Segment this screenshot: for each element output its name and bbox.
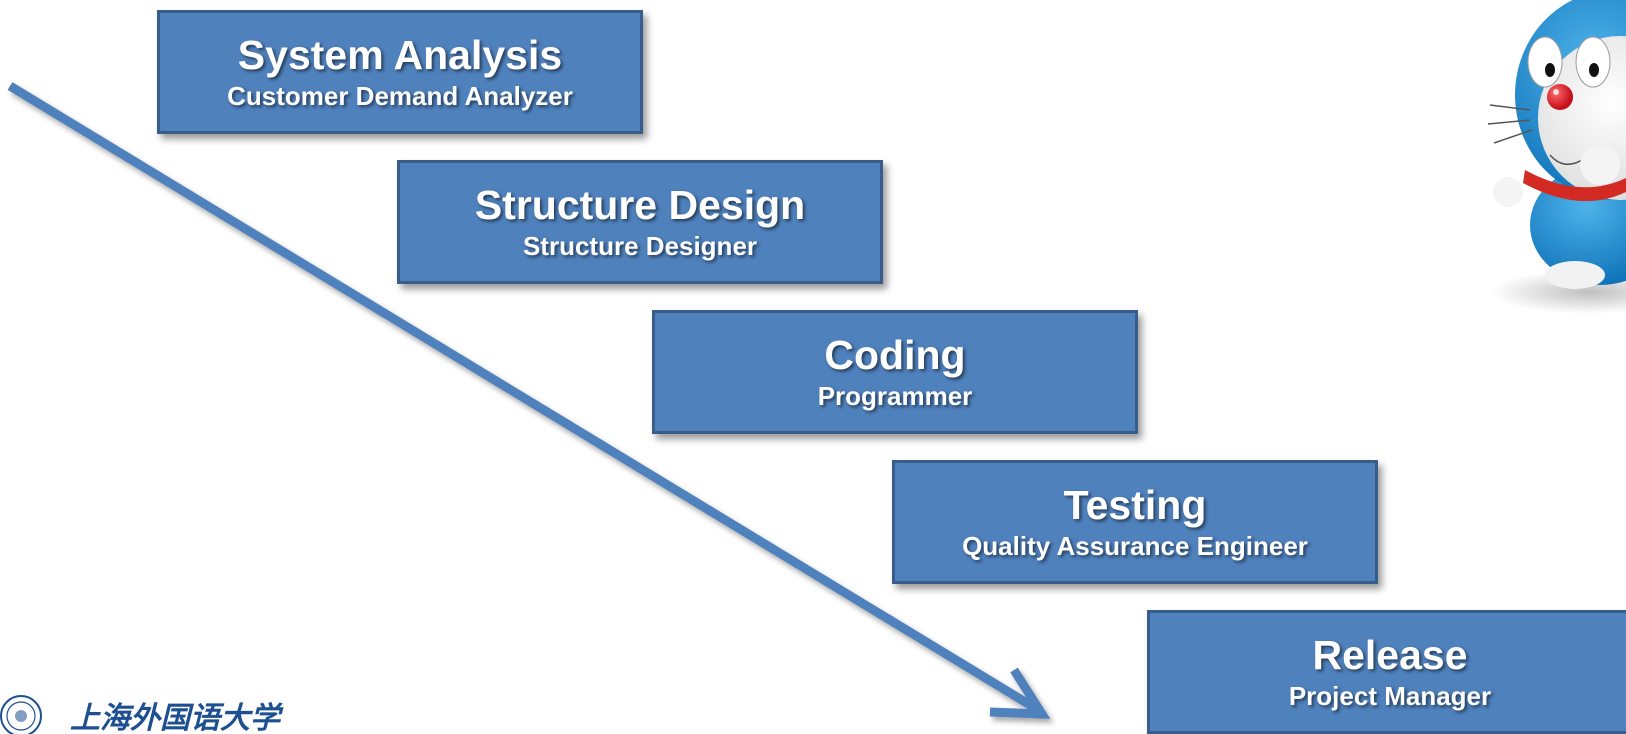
stage-box-system-analysis: System Analysis Customer Demand Analyzer	[157, 10, 643, 134]
stage-role: Customer Demand Analyzer	[227, 81, 573, 111]
stage-title: System Analysis	[237, 32, 563, 78]
stage-role: Quality Assurance Engineer	[962, 531, 1308, 561]
stage-role: Programmer	[817, 381, 973, 411]
stage-title: Coding	[824, 332, 966, 378]
arrow-shaft	[7, 82, 1038, 712]
stage-title: Structure Design	[474, 182, 806, 228]
stage-box-testing: Testing Quality Assurance Engineer	[892, 460, 1378, 584]
university-logo: 上海外国语大学	[0, 695, 284, 734]
stage-role: Project Manager	[1288, 681, 1492, 711]
stage-role: Structure Designer	[522, 231, 758, 261]
university-seal-icon	[0, 695, 42, 734]
university-logo-text: 上海外国语大学	[70, 701, 284, 734]
stage-title: Release	[1312, 632, 1468, 678]
stage-box-coding: Coding Programmer	[652, 310, 1138, 434]
doraemon-mascot-image	[1487, 0, 1626, 314]
stage-title: Testing	[1063, 482, 1207, 528]
stage-box-structure-design: Structure Design Structure Designer	[397, 160, 883, 284]
stage-box-release: Release Project Manager	[1147, 610, 1626, 734]
arrow-head	[989, 667, 1051, 719]
